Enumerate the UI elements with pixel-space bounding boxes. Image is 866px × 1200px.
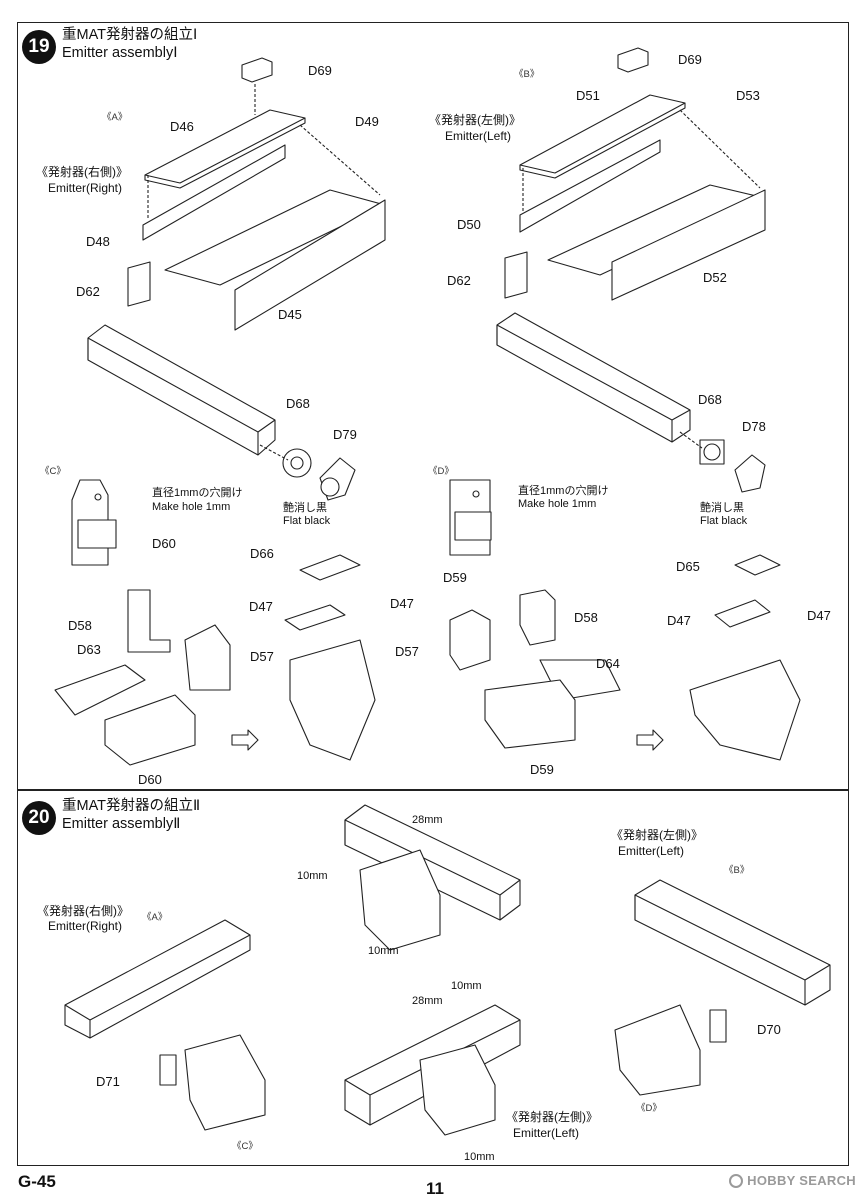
step-20-title-ja: 重MAT発射器の組立Ⅱ (62, 798, 201, 814)
part-label-d47-c2: D47 (390, 596, 414, 611)
part-label-d62-b: D62 (447, 273, 471, 288)
hole-note-ja-d: 直径1mmの穴開け (518, 485, 609, 497)
part-label-d64: D64 (596, 656, 620, 671)
s20-dim-10-foot: 10mm (464, 1151, 495, 1163)
step-19-title-en: Emitter assemblyⅠ (62, 45, 178, 61)
part-label-d57-c: D57 (250, 649, 274, 664)
part-label-d68-b: D68 (698, 392, 722, 407)
part-d69-block (241, 57, 273, 83)
hole-note-en-c: Make hole 1mm (152, 501, 231, 513)
hole-note-en-d: Make hole 1mm (518, 498, 597, 510)
part-label-d49: D49 (355, 114, 379, 129)
part-label-d66: D66 (250, 546, 274, 561)
part-d49-side (234, 199, 386, 331)
step20-center-top (344, 804, 521, 951)
s20-left-ja-bottom: 《発射器(左側)》 (506, 1110, 598, 1124)
part-label-d47-d2: D47 (807, 608, 831, 623)
paint-ja-a: 艶消し黒 (283, 502, 327, 514)
part-d48-side (142, 144, 286, 241)
part-label-d65: D65 (676, 559, 700, 574)
s20-left-en-bottom: Emitter(Left) (513, 1126, 580, 1140)
step-20-number: 20 (22, 801, 56, 835)
step-20-title-en: Emitter assemblyⅡ (62, 816, 181, 832)
step20-center-bottom (344, 1004, 521, 1136)
part-d62-end (127, 261, 151, 307)
part-label-d79: D79 (333, 427, 357, 442)
part-label-d57-d: D57 (395, 644, 419, 659)
step20-right-emitter (64, 919, 266, 1131)
emitter-left-en: Emitter(Left) (445, 129, 512, 143)
sub-label-b: 《B》 (514, 69, 540, 80)
step-19-frame (17, 22, 849, 790)
part-d46-plate (144, 109, 306, 184)
page-number: 11 (426, 1179, 444, 1198)
s20-dim-28-top: 28mm (412, 814, 443, 826)
s20-dim-28-bottom: 28mm (412, 995, 443, 1007)
part-label-d59-bottom: D59 (530, 762, 554, 777)
emitter-left-ja: 《発射器(左側)》 (429, 113, 521, 127)
part-label-d53: D53 (736, 88, 760, 103)
paint-ja-b: 艶消し黒 (700, 502, 744, 514)
part-label-d47-d1: D47 (667, 613, 691, 628)
watermark: HOBBY SEARCH (729, 1173, 856, 1188)
part-label-d60-bottom: D60 (138, 772, 162, 787)
emitter-left-assembled (496, 312, 766, 493)
mount-parts-c (54, 479, 376, 766)
part-label-d63: D63 (77, 642, 101, 657)
part-label-d52: D52 (703, 270, 727, 285)
part-label-d45: D45 (278, 307, 302, 322)
s20-sub-d: 《D》 (636, 1103, 662, 1114)
part-label-d58-d: D58 (574, 610, 598, 625)
part-label-d59-top: D59 (443, 570, 467, 585)
hole-note-ja-c: 直径1mmの穴開け (152, 487, 243, 499)
s20-d70: D70 (757, 1022, 781, 1037)
paint-en-b: Flat black (700, 515, 748, 527)
emitter-right-assembled (87, 324, 356, 501)
s20-left-en: Emitter(Left) (618, 844, 685, 858)
mount-parts-d (449, 479, 801, 761)
part-label-d46: D46 (170, 119, 194, 134)
watermark-logo-icon (729, 1173, 744, 1188)
part-label-d69-b: D69 (678, 52, 702, 67)
part-label-d48: D48 (86, 234, 110, 249)
s20-dim-10-left: 10mm (297, 870, 328, 882)
part-label-d78: D78 (742, 419, 766, 434)
s20-right-en: Emitter(Right) (48, 919, 123, 933)
sub-label-d: 《D》 (428, 466, 454, 477)
s20-dim-10-mid: 10mm (451, 980, 482, 992)
sub-label-a: 《A》 (102, 112, 128, 123)
watermark-text: HOBBY SEARCH (747, 1173, 856, 1188)
part-label-d62-a: D62 (76, 284, 100, 299)
part-label-d51: D51 (576, 88, 600, 103)
s20-left-ja: 《発射器(左側)》 (611, 828, 703, 842)
s20-right-ja: 《発射器(右側)》 (37, 904, 129, 918)
step20-left-emitter (614, 879, 831, 1096)
emitter-left-exploded (504, 47, 766, 301)
step-19-number: 19 (22, 30, 56, 64)
part-label-d69-a: D69 (308, 63, 332, 78)
part-label-d60-top: D60 (152, 536, 176, 551)
part-label-d58-c: D58 (68, 618, 92, 633)
step-20-frame (17, 790, 849, 1166)
s20-d71: D71 (96, 1074, 120, 1089)
s20-sub-a: 《A》 (142, 912, 168, 923)
s20-sub-b: 《B》 (724, 865, 750, 876)
sub-label-c: 《C》 (40, 466, 66, 477)
s20-dim-10-bottom: 10mm (368, 945, 399, 957)
part-label-d50: D50 (457, 217, 481, 232)
page-code: G-45 (18, 1172, 56, 1191)
part-label-d47-c1: D47 (249, 599, 273, 614)
emitter-right-en: Emitter(Right) (48, 181, 123, 195)
part-label-d68-a: D68 (286, 396, 310, 411)
step-19-title-ja: 重MAT発射器の組立Ⅰ (62, 27, 198, 43)
paint-en-a: Flat black (283, 515, 331, 527)
emitter-right-exploded (127, 57, 386, 331)
s20-sub-c: 《C》 (232, 1141, 258, 1152)
emitter-right-ja: 《発射器(右側)》 (36, 165, 128, 179)
